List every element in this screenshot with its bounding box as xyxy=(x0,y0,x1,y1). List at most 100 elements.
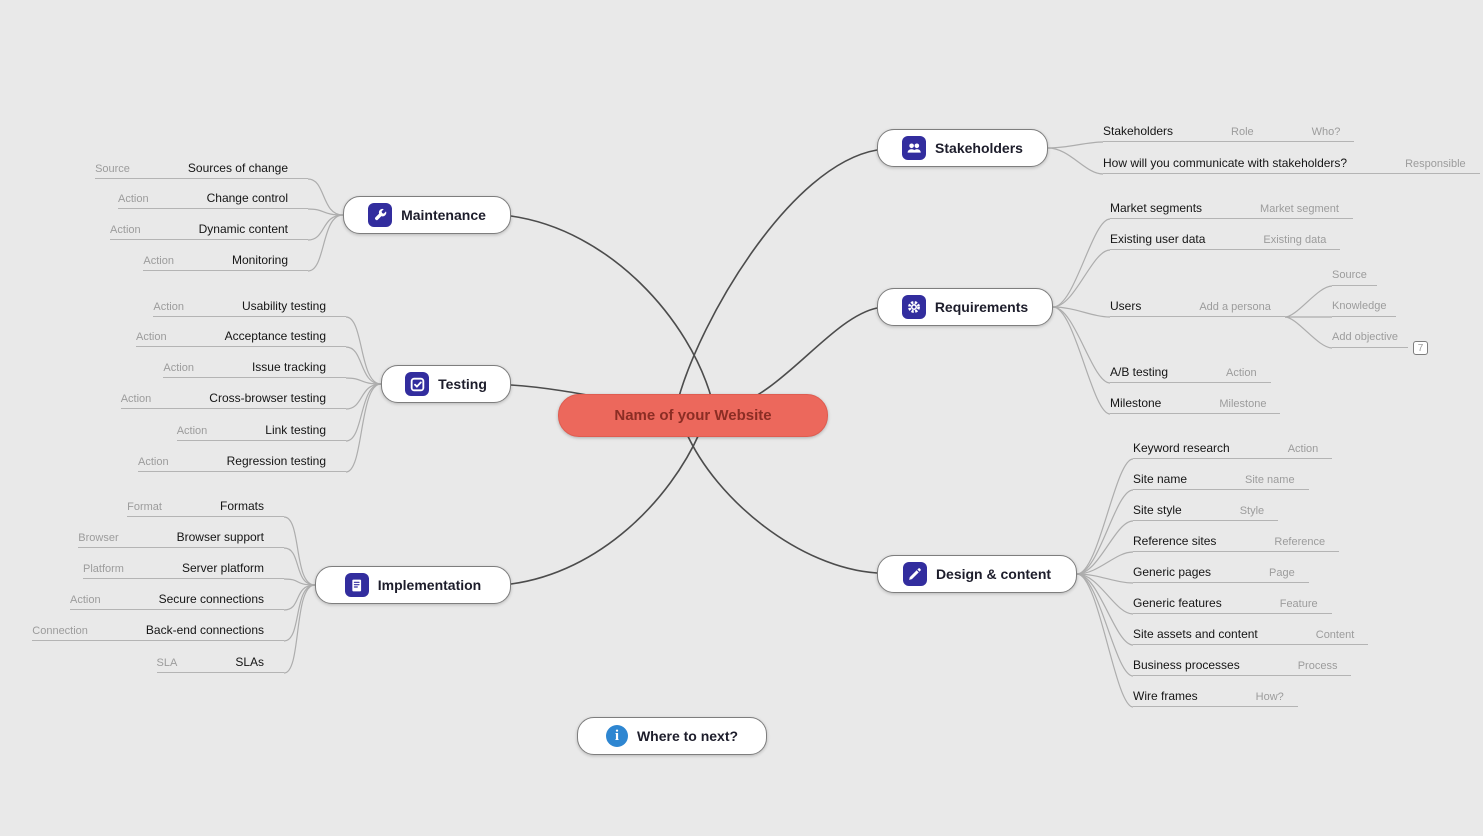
sub-node-requirements-3-1[interactable]: Source xyxy=(1332,267,1377,286)
child-title: Dynamic content xyxy=(198,222,288,236)
child-node-design-8[interactable]: Business processes Process xyxy=(1133,657,1352,676)
attribute-label: Action xyxy=(136,331,167,343)
child-title: Generic pages xyxy=(1133,565,1212,579)
attribute-label: How? xyxy=(1255,691,1284,703)
child-title: Site style xyxy=(1133,503,1182,517)
attribute-label: Format xyxy=(127,501,162,513)
child-node-testing-2[interactable]: Action Acceptance testing xyxy=(136,328,346,347)
info-icon: i xyxy=(605,725,628,747)
node-implementation[interactable]: Implementation xyxy=(315,566,511,604)
child-title: Users xyxy=(1110,299,1142,313)
child-node-implementation-3[interactable]: Platform Server platform xyxy=(83,560,284,579)
child-node-implementation-1[interactable]: Format Formats xyxy=(127,498,284,517)
child-title: Back-end connections xyxy=(145,623,264,637)
child-title: Issue tracking xyxy=(251,360,326,374)
gear-icon xyxy=(901,295,926,319)
sub-node-requirements-3-3[interactable]: Add objective xyxy=(1332,329,1409,348)
child-title: Regression testing xyxy=(226,454,326,468)
attribute-label: Action xyxy=(143,255,174,267)
child-title: Acceptance testing xyxy=(224,329,326,343)
child-title: Site name xyxy=(1133,472,1188,486)
child-node-maintenance-2[interactable]: Action Change control xyxy=(118,190,308,209)
node-count-badge[interactable]: 7 xyxy=(1413,341,1428,355)
child-title: Stakeholders xyxy=(1103,124,1174,138)
child-title: Reference sites xyxy=(1133,534,1217,548)
central-topic-label: Name of your Website xyxy=(614,407,772,424)
attribute-label: Action xyxy=(176,425,208,437)
child-title: Secure connections xyxy=(158,592,264,606)
attribute-label: Milestone xyxy=(1219,398,1267,410)
attribute-label: Action xyxy=(163,362,194,374)
attribute-label: Connection xyxy=(32,625,88,637)
pencil-icon xyxy=(902,562,927,586)
child-title: Server platform xyxy=(181,561,264,575)
node-design[interactable]: Design & content xyxy=(877,555,1077,593)
child-node-testing-6[interactable]: Action Regression testing xyxy=(138,453,346,472)
child-title: Generic features xyxy=(1133,596,1222,610)
node-stakeholders[interactable]: Stakeholders xyxy=(877,129,1048,167)
child-title: Browser support xyxy=(176,530,264,544)
attribute-label: Market segment xyxy=(1260,203,1339,215)
node-label: Testing xyxy=(438,376,487,392)
wrench-icon xyxy=(368,203,393,227)
child-title: Change control xyxy=(206,191,288,205)
child-node-implementation-4[interactable]: Action Secure connections xyxy=(70,591,284,610)
child-node-maintenance-4[interactable]: Action Monitoring xyxy=(143,252,308,271)
attribute-label: Knowledge xyxy=(1332,300,1387,312)
central-topic-node[interactable]: Name of your Website xyxy=(558,394,828,437)
attribute-label: Browser xyxy=(78,532,119,544)
child-node-testing-3[interactable]: Action Issue tracking xyxy=(163,359,346,378)
attribute-label: Site name xyxy=(1245,474,1295,486)
child-title: Sources of change xyxy=(187,161,288,175)
node-testing[interactable]: Testing xyxy=(381,365,511,403)
node-label: Requirements xyxy=(934,299,1029,315)
node-label: Maintenance xyxy=(401,207,486,223)
node-label: Design & content xyxy=(935,566,1052,582)
child-title: Formats xyxy=(219,499,264,513)
child-title: Usability testing xyxy=(241,299,326,313)
child-node-design-2[interactable]: Site name Site name xyxy=(1133,471,1309,490)
child-node-stakeholders-2[interactable]: How will you communicate with stakeholde… xyxy=(1103,155,1480,174)
child-node-requirements-5[interactable]: Milestone Milestone xyxy=(1110,395,1281,414)
node-requirements[interactable]: Requirements xyxy=(877,288,1053,326)
attribute-label: SLA xyxy=(156,657,178,669)
child-node-implementation-2[interactable]: Browser Browser support xyxy=(78,529,284,548)
child-title: Milestone xyxy=(1110,396,1162,410)
child-title: Link testing xyxy=(265,423,326,437)
attribute-label: Source xyxy=(1332,269,1367,281)
attribute-label: Action xyxy=(138,456,169,468)
child-title: Monitoring xyxy=(231,253,288,267)
node-label: Where to next? xyxy=(636,728,739,744)
info-icon-glyph: i xyxy=(614,727,620,744)
child-title: Business processes xyxy=(1133,658,1240,672)
attribute-label: Action xyxy=(70,594,101,606)
child-node-testing-5[interactable]: Action Link testing xyxy=(176,422,346,441)
attribute-label: Action xyxy=(118,193,149,205)
sub-node-requirements-3-2[interactable]: Knowledge xyxy=(1332,298,1397,317)
child-node-implementation-5[interactable]: Connection Back-end connections xyxy=(32,622,284,641)
attribute-label: Add objective xyxy=(1332,331,1399,343)
checkbox-icon xyxy=(405,372,430,396)
node-maintenance[interactable]: Maintenance xyxy=(343,196,511,234)
attribute-label: Process xyxy=(1297,660,1338,672)
attribute-label: Platform xyxy=(83,563,124,575)
attribute-label: Existing data xyxy=(1263,234,1327,246)
node-where-to-next[interactable]: i Where to next? xyxy=(577,717,767,755)
